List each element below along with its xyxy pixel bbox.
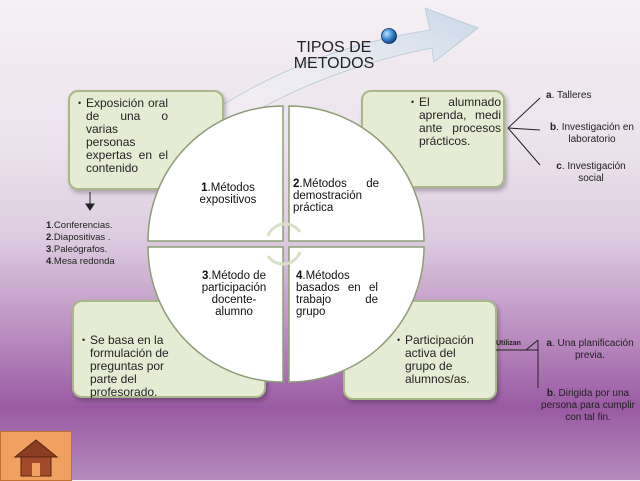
list-item: 3.Paleógrafos. [46,244,108,255]
list-item: 1.Conferencias. [46,220,113,231]
home-button[interactable] [0,431,72,481]
quadrant-2 [288,105,425,242]
box-top-right-text: El alumnado aprenda, medi ante procesos … [411,96,501,148]
box-bottom-right-text: Participación activa del grupo de alumno… [397,334,485,386]
blue-orb-icon [381,28,397,44]
practica-item-c: c. Investigación social [556,161,626,184]
box-bottom-left-text: Se basa en la formulación de preguntas p… [82,334,192,399]
quadrant-2-label: 2.Métodos de demostración práctica [293,178,379,214]
quadrant-3-label: 3.Método de participación docente-alumno [201,270,267,318]
home-icon [13,439,59,477]
quadrant-1-label: 1.Métodos expositivos [199,182,257,206]
box-top-left-text: Exposición oral de una o varias personas… [78,97,168,175]
utilizan-label: Utilizan [496,340,521,347]
page-title: TIPOS DE METODOS [293,39,375,72]
box-top-right: El alumnado aprenda, medi ante procesos … [361,90,505,188]
quadrant-4-label: 4.Métodos basados en el trabajo de grupo [296,270,378,318]
grupo-item-a: a. Una planificación previa. [546,338,634,361]
practica-item-b: b. Investigación en laboratorio [550,122,634,145]
practica-item-a: a. Talleres [546,90,592,101]
list-item: 4.Mesa redonda [46,256,115,267]
quadrant-4 [288,246,425,383]
expositivo-list: 1.Conferencias. 2.Diapositivas . 3.Paleó… [46,220,146,268]
quadrant-1 [147,105,284,242]
quadrant-3 [147,246,284,383]
grupo-item-b: b. Dirigida por una persona para cumplir… [541,388,635,423]
list-item: 2.Diapositivas . [46,232,111,243]
